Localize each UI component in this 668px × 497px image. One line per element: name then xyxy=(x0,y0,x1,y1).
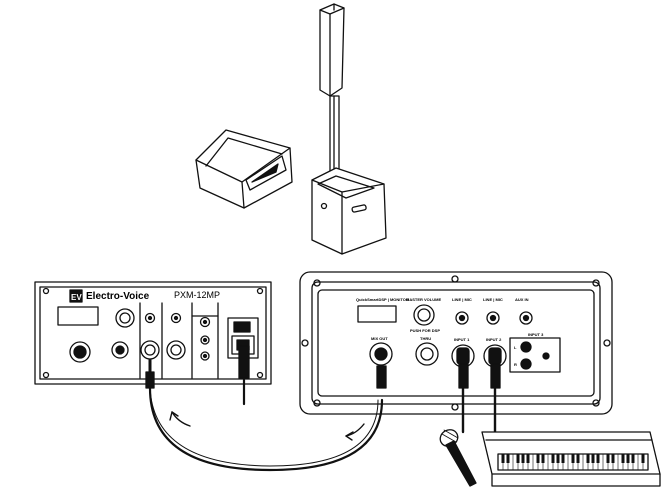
keyboard-black-key xyxy=(591,454,595,463)
mix-out-label: MIX OUT xyxy=(371,336,388,341)
keyboard-black-key xyxy=(641,454,645,463)
keyboard xyxy=(481,431,661,487)
keyboard-black-key xyxy=(516,454,520,463)
master-volume-label: MASTER VOLUME xyxy=(406,297,441,302)
keyboard-black-key xyxy=(571,454,575,463)
line-mic-2-label: LINE | MIC xyxy=(483,297,503,302)
microphone xyxy=(439,429,477,487)
keyboard-black-key xyxy=(596,454,600,463)
floor-monitor xyxy=(195,129,293,209)
keyboard-black-key xyxy=(611,454,615,463)
input-2-label: INPUT 2 xyxy=(486,337,502,342)
push-for-dsp-label: PUSH FOR DSP xyxy=(410,328,440,333)
keyboard-black-key xyxy=(521,454,525,463)
keyboard-black-key xyxy=(501,454,505,463)
thru-label: THRU xyxy=(420,336,431,341)
rca-l-label: L xyxy=(514,345,517,350)
keyboard-black-key xyxy=(576,454,580,463)
input-3-label: INPUT 3 xyxy=(528,332,544,337)
keyboard-black-key xyxy=(541,454,545,463)
keyboard-black-key xyxy=(606,454,610,463)
keyboard-black-key xyxy=(586,454,590,463)
ev-logo-text: EV xyxy=(71,293,82,302)
keyboard-black-key xyxy=(551,454,555,463)
keyboard-black-key xyxy=(556,454,560,463)
keyboard-black-key xyxy=(526,454,530,463)
keyboard-black-key xyxy=(626,454,630,463)
keyboard-black-key xyxy=(561,454,565,463)
keyboard-black-key xyxy=(536,454,540,463)
cables xyxy=(145,345,501,472)
column-speaker xyxy=(311,3,387,255)
dsp-monitor-label: QuickSmartDSP | MONITOR xyxy=(356,297,409,302)
keyboard-black-key xyxy=(506,454,510,463)
aux-in-label: AUX IN xyxy=(515,297,529,302)
keyboard-black-key xyxy=(621,454,625,463)
mixer-panel xyxy=(299,271,613,415)
brand-name: Electro-Voice xyxy=(86,291,150,302)
input-1-label: INPUT 1 xyxy=(454,337,470,342)
rca-r-label: R xyxy=(514,362,517,367)
model-name: PXM-12MP xyxy=(174,290,220,300)
pxm-12mp-panel xyxy=(34,281,272,385)
keyboard-black-key xyxy=(631,454,635,463)
line-mic-1-label: LINE | MIC xyxy=(452,297,472,302)
